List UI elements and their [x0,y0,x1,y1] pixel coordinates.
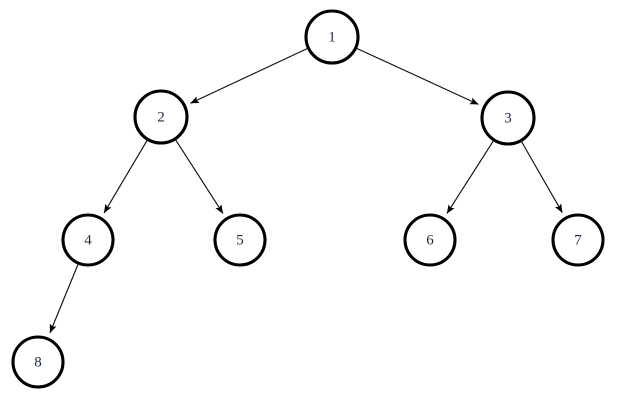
node-circle-7[interactable] [551,213,605,267]
node-circle-6[interactable] [403,213,457,267]
node-label-6: 6 [426,233,434,249]
tree-edge-2-to-5 [175,139,224,214]
node-circle-2[interactable] [133,89,189,145]
node-label-5: 5 [236,233,244,249]
tree-edge-3-to-7 [521,141,563,213]
tree-edge-1-to-3 [356,47,479,105]
tree-node-1[interactable]: 1 [304,9,360,65]
tree-node-3[interactable]: 3 [480,90,536,146]
node-circle-8[interactable] [11,335,65,389]
node-label-7: 7 [574,233,582,249]
tree-edge-3-to-6 [446,140,494,214]
tree-node-5[interactable]: 5 [213,213,267,267]
tree-node-8[interactable]: 8 [11,335,65,389]
node-circle-4[interactable] [61,213,115,267]
edges-layer [49,47,563,334]
tree-edge-4-to-8 [49,264,79,334]
node-label-3: 3 [504,111,512,127]
tree-node-6[interactable]: 6 [403,213,457,267]
node-circle-5[interactable] [213,213,267,267]
tree-node-2[interactable]: 2 [133,89,189,145]
tree-edge-2-to-4 [103,140,148,214]
nodes-layer: 1 2 3 4 5 6 7 8 [11,9,605,389]
node-label-8: 8 [34,355,42,371]
tree-node-7[interactable]: 7 [551,213,605,267]
node-circle-3[interactable] [480,90,536,146]
tree-edge-1-to-2 [190,48,308,104]
node-label-2: 2 [157,110,165,126]
node-circle-1[interactable] [304,9,360,65]
node-label-1: 1 [328,30,336,46]
node-label-4: 4 [84,233,92,249]
tree-node-4[interactable]: 4 [61,213,115,267]
